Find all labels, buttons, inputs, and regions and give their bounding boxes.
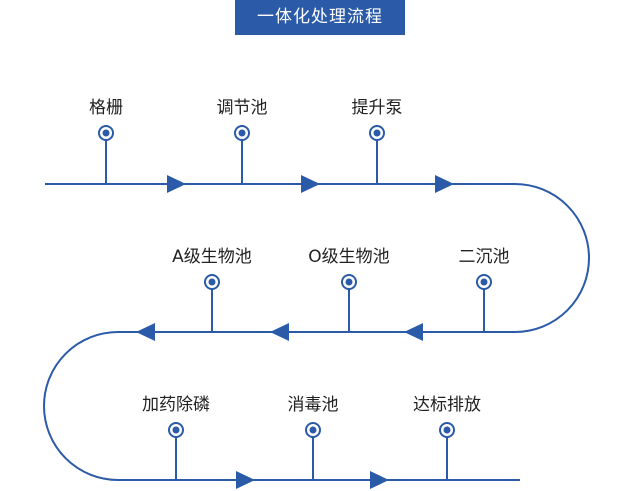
node-marker-icon [369, 125, 385, 141]
arrow-right-icon [167, 175, 186, 193]
node-marker-icon [98, 125, 114, 141]
arrow-left-icon [136, 323, 155, 341]
node-marker-icon [168, 422, 184, 438]
step-label-o-bio-tank: O级生物池 [308, 247, 390, 267]
step-label-grille: 格栅 [89, 98, 123, 118]
step-label-equalization-tank: 调节池 [216, 98, 268, 118]
step-label-phosphorus-removal: 加药除磷 [142, 395, 210, 415]
arrow-right-icon [236, 471, 255, 489]
arrow-right-icon [435, 175, 454, 193]
node-marker-icon [439, 422, 455, 438]
node-marker-icon [305, 422, 321, 438]
node-marker-icon [476, 274, 492, 290]
arrow-left-icon [270, 323, 289, 341]
arrow-left-icon [404, 323, 423, 341]
step-label-lift-pump: 提升泵 [351, 98, 403, 118]
diagram-title: 一体化处理流程 [235, 0, 405, 35]
step-label-disinfection-tank: 消毒池 [287, 395, 339, 415]
arrow-right-icon [301, 175, 320, 193]
step-label-a-bio-tank: A级生物池 [172, 247, 252, 267]
node-marker-icon [234, 125, 250, 141]
left-curve [43, 331, 119, 481]
right-curve [514, 183, 590, 333]
arrow-right-icon [370, 471, 389, 489]
step-label-compliant-discharge: 达标排放 [413, 395, 481, 415]
node-marker-icon [341, 274, 357, 290]
node-marker-icon [204, 274, 220, 290]
step-label-secondary-clarifier: 二沉池 [458, 247, 510, 267]
